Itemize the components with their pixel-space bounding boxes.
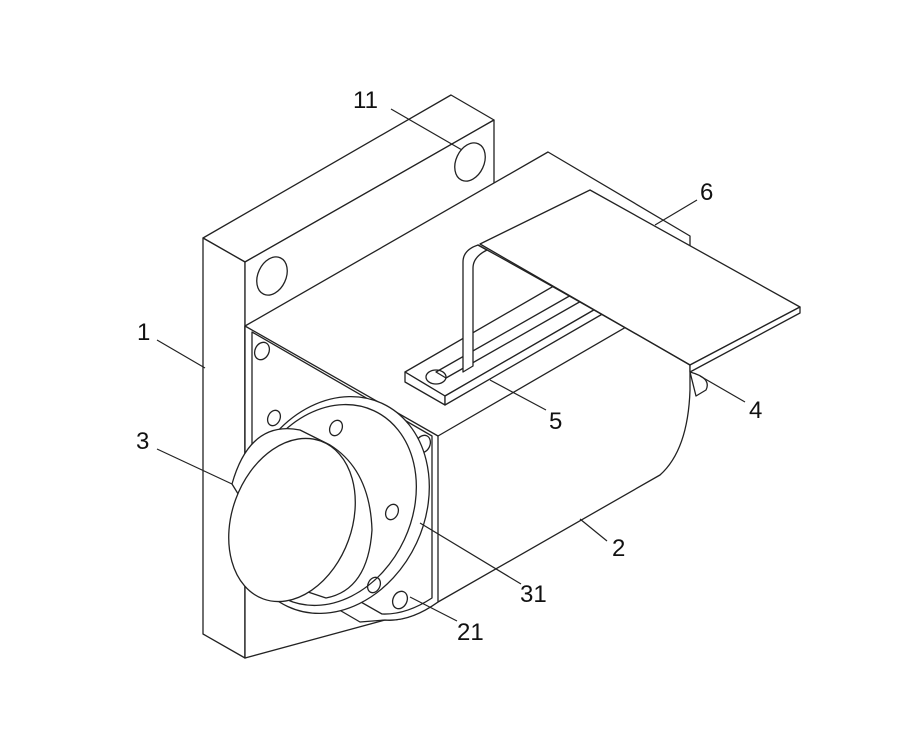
reference-labels: 11 6 1 5 4 3 2 31 21 [136,87,762,646]
flange-assembly [228,395,430,615]
label-4: 4 [749,397,762,424]
label-6: 6 [700,179,713,206]
bracket [462,189,801,373]
label-1: 1 [137,319,150,346]
label-3: 3 [136,428,149,455]
label-31: 31 [520,581,547,608]
label-21: 21 [457,619,484,646]
label-2: 2 [612,535,625,562]
label-11: 11 [353,87,378,114]
label-5: 5 [549,408,562,435]
leader-lines [156,108,746,622]
